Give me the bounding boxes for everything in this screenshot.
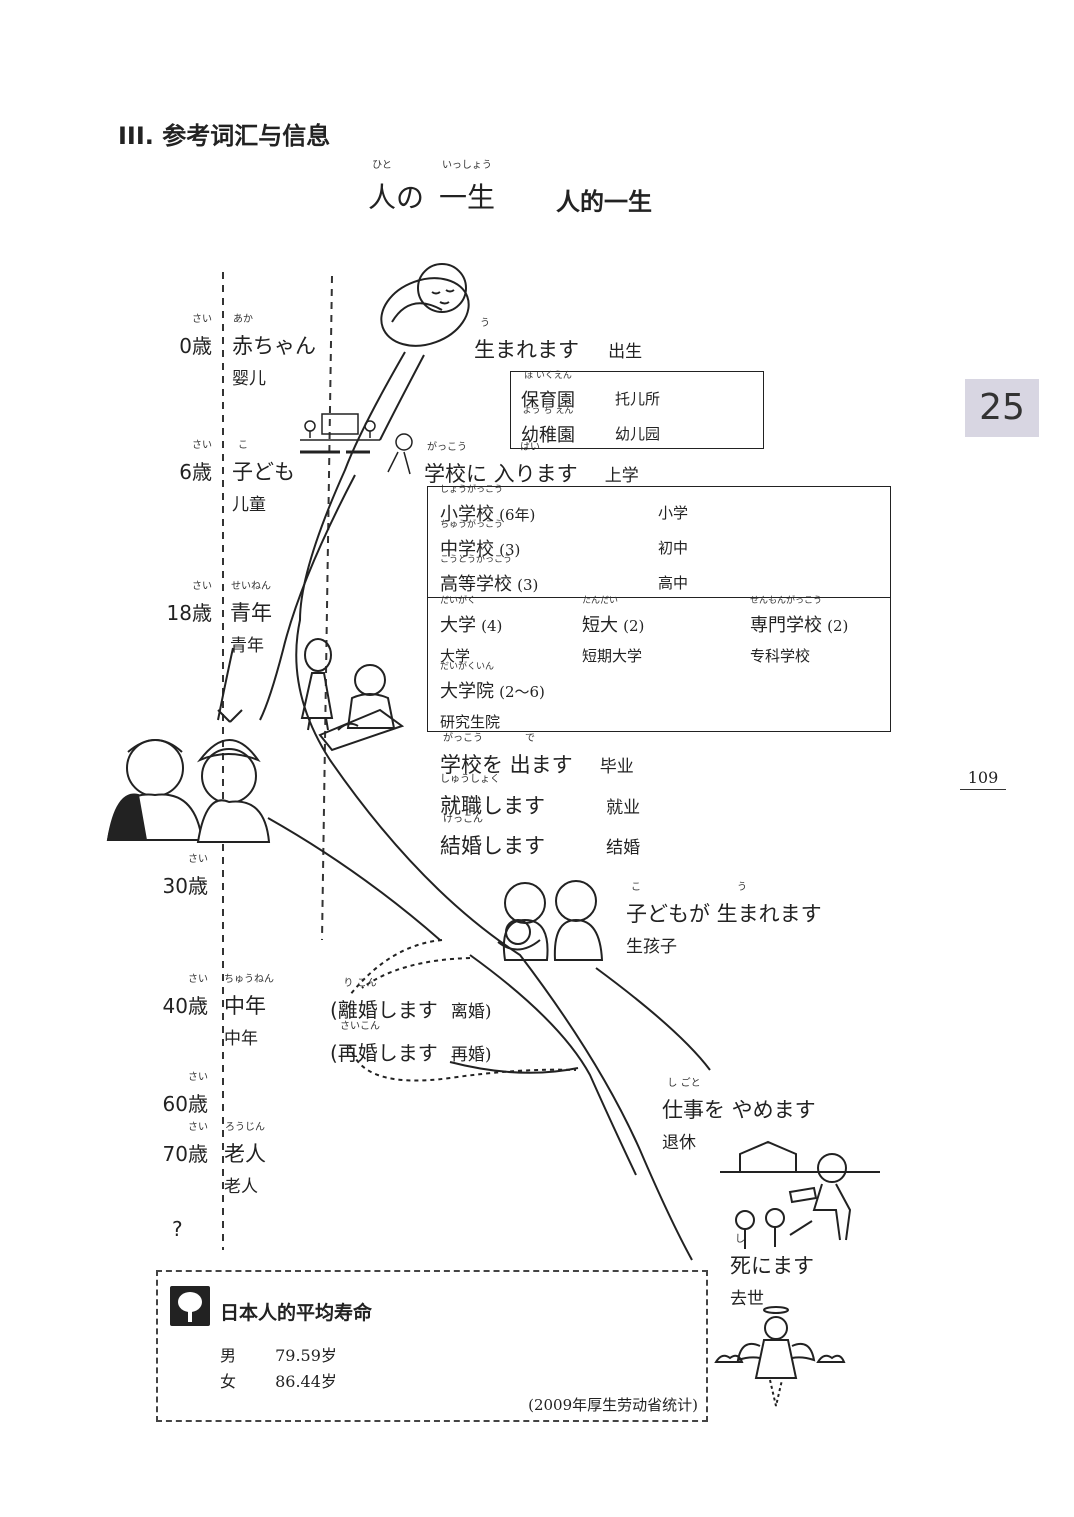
stage-baby: あか赤ちゃん 婴儿 bbox=[232, 314, 316, 390]
event-marriage: けっこん結婚します 结婚 bbox=[440, 814, 641, 859]
school-system-box: しょうがっこう小学校 (6年) 小学 ちゅうがっこう中学校 (3) 初中 こうと… bbox=[427, 485, 891, 732]
event-enter-school: がっこうはい学校に 入ります 上学 bbox=[424, 442, 639, 487]
stage-middle-age: ちゅうねん中年 中年 bbox=[224, 974, 274, 1050]
higher-ed-item: せんもんがっこう専門学校 (2) 专科学校 bbox=[750, 596, 849, 665]
age-unknown: ? bbox=[172, 1217, 183, 1241]
stage-youth: せいねん青年 青年 bbox=[230, 581, 272, 657]
page-number: 109 bbox=[960, 768, 1006, 790]
higher-ed-item: だいがく大学 (4) 大学 bbox=[440, 596, 503, 665]
higher-ed-item: だいがくいん大学院 (2～6) 研究生院 bbox=[440, 662, 545, 731]
baby-illustration bbox=[380, 263, 470, 347]
lifespan-source: (2009年厚生劳动省统计) bbox=[528, 1396, 698, 1414]
lifespan-row-male: 男 79.59岁 bbox=[220, 1346, 337, 1365]
stage-elderly: ろうじん老人 老人 bbox=[224, 1122, 266, 1198]
school-box-divider bbox=[428, 597, 890, 598]
family-illustration bbox=[497, 880, 604, 961]
timeline-line-right bbox=[321, 275, 333, 941]
page-title: ひと人の いっしょう一生 bbox=[368, 160, 495, 215]
event-born: う生まれます 出生 bbox=[474, 318, 643, 363]
page-title-cn: 人的一生 bbox=[556, 187, 652, 216]
school-row: こうとうがっこう高等学校 (3) 高中 bbox=[440, 555, 689, 595]
event-die: し死にます 去世 bbox=[730, 1234, 814, 1310]
school-illustration bbox=[300, 413, 413, 475]
preschool-box: ほ いくえん保育園 托儿所 よう ち えん幼稚園 幼儿园 bbox=[510, 371, 764, 449]
lifespan-box: 日本人的平均寿命 男 79.59岁 女 86.44岁 (2009年厚生劳动省统计… bbox=[156, 1270, 708, 1422]
lesson-tab: 25 bbox=[965, 379, 1039, 437]
divorce-remarry-loop bbox=[349, 939, 577, 1082]
school-row: しょうがっこう小学校 (6年) 小学 bbox=[440, 485, 689, 525]
event-remarry: さいこん(再婚します 再婚) bbox=[330, 1021, 492, 1066]
event-divorce: り こん(離婚します 离婚) bbox=[330, 978, 492, 1023]
gardener-illustration bbox=[720, 1140, 880, 1249]
lifespan-title: 日本人的平均寿命 bbox=[220, 1302, 373, 1324]
student-and-worker-illustration bbox=[300, 638, 405, 752]
event-child-born: こう子どもが 生まれます 生孩子 bbox=[626, 882, 822, 958]
school-row: ちゅうがっこう中学校 (3) 初中 bbox=[440, 520, 689, 560]
lifespan-row-female: 女 86.44岁 bbox=[220, 1372, 337, 1391]
event-employment: しゅうしょく就職します 就业 bbox=[440, 774, 641, 819]
event-leave-school: がっこうで学校を 出ます 毕业 bbox=[440, 733, 634, 778]
tree-icon bbox=[170, 1286, 210, 1326]
section-heading: III. 参考词汇与信息 bbox=[118, 122, 331, 150]
angel-illustration bbox=[714, 1306, 846, 1407]
event-retire: し ごと仕事を やめます 退休 bbox=[662, 1078, 816, 1154]
preschool-row: よう ち えん幼稚園 幼儿园 bbox=[521, 406, 661, 446]
wedding-couple-illustration bbox=[106, 709, 271, 843]
stage-child: こ子ども 儿童 bbox=[232, 440, 295, 516]
higher-ed-item: たんだい短大 (2) 短期大学 bbox=[582, 596, 645, 665]
preschool-row: ほ いくえん保育園 托儿所 bbox=[521, 371, 661, 411]
